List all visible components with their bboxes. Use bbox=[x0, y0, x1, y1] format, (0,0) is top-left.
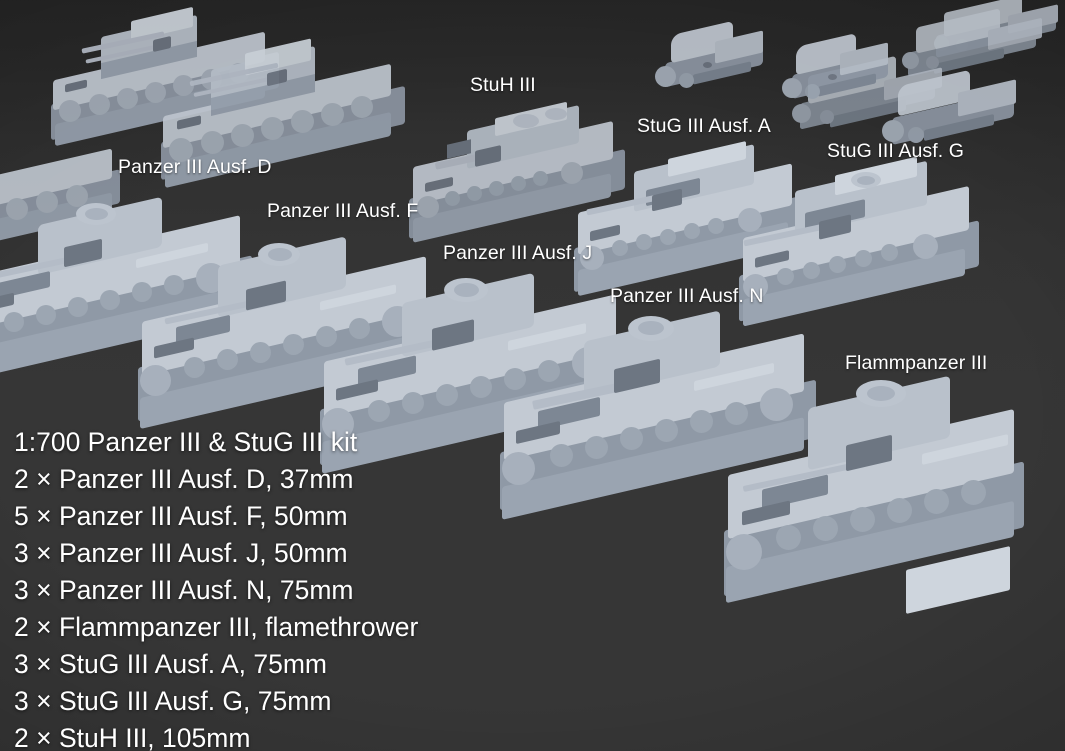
label-panzer-iii-ausf-f: Panzer III Ausf. F bbox=[267, 200, 419, 222]
kit-spec-list: 1:700 Panzer III & StuG III kit 2 × Panz… bbox=[14, 424, 418, 751]
label-flammpanzer-iii: Flammpanzer III bbox=[845, 352, 988, 374]
panzer-iii-ausf-f-model bbox=[0, 185, 300, 415]
kit-list-item-8: 2 × StuH III, 105mm bbox=[14, 723, 251, 751]
kit-list-item-5: 2 × Flammpanzer III, flamethrower bbox=[14, 612, 419, 642]
label-stuh-iii: StuH III bbox=[470, 74, 536, 96]
kit-title: 1:700 Panzer III & StuG III kit bbox=[14, 427, 358, 457]
label-stug-iii-ausf-a: StuG III Ausf. A bbox=[637, 115, 771, 137]
kit-list-item-3: 3 × Panzer III Ausf. J, 50mm bbox=[14, 538, 348, 568]
stug-iii-ausf-g-model bbox=[725, 156, 1010, 360]
kit-list-item-6: 3 × StuG III Ausf. A, 75mm bbox=[14, 649, 327, 679]
halftrack-model-far-3 bbox=[900, 4, 1050, 84]
kit-list-item-7: 3 × StuG III Ausf. G, 75mm bbox=[14, 686, 332, 716]
kit-list-item-4: 3 × Panzer III Ausf. N, 75mm bbox=[14, 575, 354, 605]
panzer-iii-ausf-d-model-2 bbox=[145, 38, 445, 198]
panzer-iii-ausf-j-model bbox=[300, 262, 670, 512]
stug-iii-ausf-a-model bbox=[560, 140, 830, 330]
label-stug-iii-ausf-g: StuG III Ausf. G bbox=[827, 140, 965, 162]
label-panzer-iii-ausf-n: Panzer III Ausf. N bbox=[610, 285, 764, 307]
label-panzer-iii-ausf-d: Panzer III Ausf. D bbox=[118, 156, 272, 178]
halftrack-model-c bbox=[880, 58, 1030, 154]
kit-list-item-1: 2 × Panzer III Ausf. D, 37mm bbox=[14, 464, 354, 494]
halftrack-model-a bbox=[655, 10, 775, 98]
label-panzer-iii-ausf-j: Panzer III Ausf. J bbox=[443, 242, 593, 264]
flammpanzer-iii-model bbox=[700, 370, 1065, 670]
halftrack-model-b bbox=[782, 22, 900, 108]
panzer-iii-ausf-f-model-2 bbox=[118, 225, 478, 465]
kit-list-item-2: 5 × Panzer III Ausf. F, 50mm bbox=[14, 501, 348, 531]
panzer-iii-model-cropped-left bbox=[0, 148, 140, 280]
panzer-iii-ausf-n-model bbox=[480, 300, 860, 560]
halftrack-model-far-2 bbox=[790, 52, 955, 144]
stuh-iii-model bbox=[395, 96, 655, 276]
